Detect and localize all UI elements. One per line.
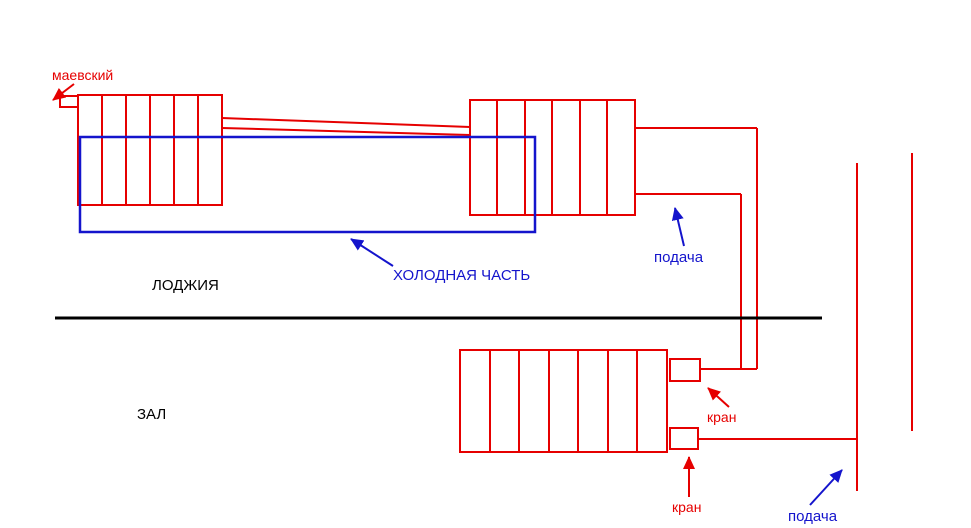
cold-part-arrow-icon	[350, 238, 394, 267]
label-valve-bottom: кран	[672, 499, 702, 515]
valve-bottom	[669, 427, 699, 450]
label-supply-bottom: подача	[788, 508, 838, 525]
mayevsky-arrow-icon	[52, 83, 75, 101]
valve-top-arrow-icon	[707, 387, 730, 408]
label-hall: ЗАЛ	[137, 406, 167, 423]
pipes-to-hall-radiator	[635, 127, 758, 370]
valve-top	[669, 358, 701, 382]
supply-top-arrow-icon	[671, 207, 685, 247]
label-loggia: ЛОДЖИЯ	[152, 277, 219, 294]
label-mayevsky: маевский	[52, 67, 114, 83]
label-valve-top: кран	[707, 409, 737, 425]
mayevsky-valve	[59, 95, 79, 108]
radiator-link-pipes	[221, 117, 471, 136]
radiator-hall	[459, 349, 668, 453]
radiator-loggia-right	[469, 99, 636, 216]
cold-part-outline	[78, 135, 537, 234]
label-cold-part: ХОЛОДНАЯ ЧАСТЬ	[393, 267, 531, 284]
label-supply-top: подача	[654, 249, 704, 266]
radiator-loggia-left	[77, 94, 223, 206]
supply-bottom-arrow-icon	[809, 469, 843, 506]
